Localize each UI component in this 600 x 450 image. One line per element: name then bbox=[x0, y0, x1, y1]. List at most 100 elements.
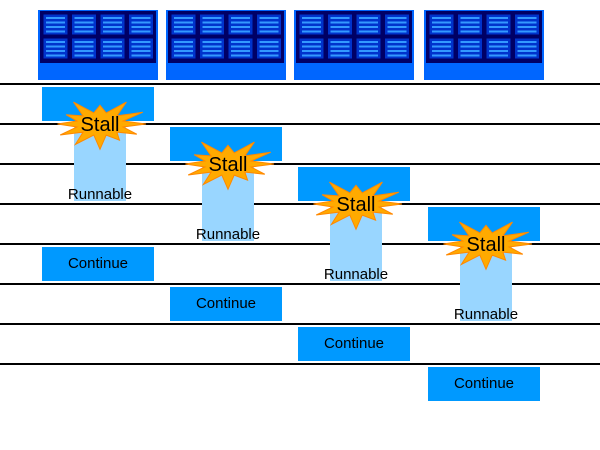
chip-core-stripe bbox=[387, 26, 407, 28]
chip-core-stripe bbox=[460, 41, 480, 43]
chip-core-stripe bbox=[231, 21, 250, 24]
chip-core-cell bbox=[485, 13, 512, 36]
chip-core-stripe bbox=[231, 45, 250, 48]
chip-core-stripe bbox=[131, 45, 151, 48]
continue-block bbox=[42, 247, 154, 281]
chip-core-stripe bbox=[302, 41, 321, 43]
chip-core-stripe bbox=[46, 54, 65, 57]
chip-core-stripe bbox=[259, 45, 279, 48]
chip-core-stripe bbox=[387, 17, 407, 19]
chip-core-cell bbox=[256, 37, 282, 60]
chip-core-cell bbox=[128, 13, 154, 36]
chip-core-stripe bbox=[103, 30, 122, 33]
chip-core-cell bbox=[355, 13, 382, 36]
chip-core-cell bbox=[327, 37, 353, 60]
chip-core-stripe bbox=[259, 17, 279, 19]
chip-core-stripe bbox=[489, 17, 508, 19]
chip-core-stripe bbox=[359, 41, 378, 43]
chip-core-cell bbox=[256, 13, 282, 36]
chip-core-cell bbox=[327, 13, 353, 36]
chip-core-stripe bbox=[517, 26, 537, 28]
chip-core-cell bbox=[170, 37, 197, 60]
chip-core-cell bbox=[457, 13, 483, 36]
chip-core-stripe bbox=[231, 17, 250, 19]
chip-core-stripe bbox=[202, 26, 222, 28]
chip-core-stripe bbox=[517, 21, 537, 24]
chip-core-stripe bbox=[359, 26, 378, 28]
stall-burst-icon bbox=[185, 141, 275, 191]
runnable-label: Runnable bbox=[196, 226, 260, 243]
chip-core-stripe bbox=[103, 17, 122, 19]
chip-core-stripe bbox=[517, 50, 537, 52]
chip-core-cell bbox=[355, 37, 382, 60]
chip-core-stripe bbox=[131, 50, 151, 52]
chip-core-stripe bbox=[517, 45, 537, 48]
chip-core-stripe bbox=[202, 17, 222, 19]
chip-core-stripe bbox=[231, 54, 250, 57]
chip-core-stripe bbox=[46, 30, 65, 33]
chip-core-stripe bbox=[460, 26, 480, 28]
chip-core-stripe bbox=[517, 30, 537, 33]
chip-core-stripe bbox=[74, 54, 94, 57]
chip-core-stripe bbox=[103, 45, 122, 48]
chip-core-stripe bbox=[432, 45, 451, 48]
chip-core-stripe bbox=[174, 30, 193, 33]
chip-core-stripe bbox=[432, 26, 451, 28]
stall-label: Stall bbox=[209, 154, 248, 176]
chip-core-stripe bbox=[387, 50, 407, 52]
chip-core-stripe bbox=[74, 26, 94, 28]
chip-core-stripe bbox=[489, 21, 508, 24]
chip-core-stripe bbox=[174, 41, 193, 43]
chip-core-stripe bbox=[517, 41, 537, 43]
continue-block bbox=[298, 327, 410, 361]
chip-core-stripe bbox=[202, 54, 222, 57]
chip-core-cell bbox=[428, 37, 455, 60]
processor-row bbox=[38, 10, 544, 80]
chip-core-stripe bbox=[387, 30, 407, 33]
chip-core-stripe bbox=[202, 45, 222, 48]
chip-core-cell bbox=[457, 37, 483, 60]
chip-core-stripe bbox=[432, 17, 451, 19]
stall-burst-icon bbox=[443, 221, 533, 271]
chip-core-stripe bbox=[174, 17, 193, 19]
chip-core-stripe bbox=[46, 21, 65, 24]
stall-label: Stall bbox=[337, 194, 376, 216]
chip-core-stripe bbox=[202, 30, 222, 33]
chip-core-stripe bbox=[131, 30, 151, 33]
chip-core-stripe bbox=[259, 26, 279, 28]
continue-label: Continue bbox=[324, 335, 384, 352]
chip-core-cell bbox=[485, 37, 512, 60]
chip-core-stripe bbox=[489, 45, 508, 48]
chip-core-stripe bbox=[359, 21, 378, 24]
chip-core-stripe bbox=[259, 54, 279, 57]
chip-core-stripe bbox=[202, 41, 222, 43]
chip-core-stripe bbox=[330, 17, 350, 19]
chip-core-stripe bbox=[302, 17, 321, 19]
chip-core-cell bbox=[170, 13, 197, 36]
chip-core-stripe bbox=[302, 54, 321, 57]
chip-core-stripe bbox=[517, 17, 537, 19]
chip-core-stripe bbox=[103, 21, 122, 24]
stall-burst-icon bbox=[313, 181, 403, 231]
continue-label: Continue bbox=[454, 375, 514, 392]
stall-label: Stall bbox=[467, 234, 506, 256]
continue-label: Continue bbox=[196, 295, 256, 312]
chip-core-stripe bbox=[432, 30, 451, 33]
chip-core-stripe bbox=[432, 21, 451, 24]
chip-core-cell bbox=[42, 37, 69, 60]
processor-1-chip bbox=[38, 10, 158, 80]
chip-core-stripe bbox=[74, 17, 94, 19]
chip-core-stripe bbox=[74, 21, 94, 24]
chip-core-stripe bbox=[74, 41, 94, 43]
chip-core-stripe bbox=[174, 50, 193, 52]
chip-core-stripe bbox=[302, 30, 321, 33]
chip-core-stripe bbox=[330, 41, 350, 43]
chip-core-stripe bbox=[259, 21, 279, 24]
chip-core-stripe bbox=[174, 54, 193, 57]
chip-core-stripe bbox=[489, 41, 508, 43]
chip-core-stripe bbox=[131, 54, 151, 57]
chip-core-stripe bbox=[489, 50, 508, 52]
